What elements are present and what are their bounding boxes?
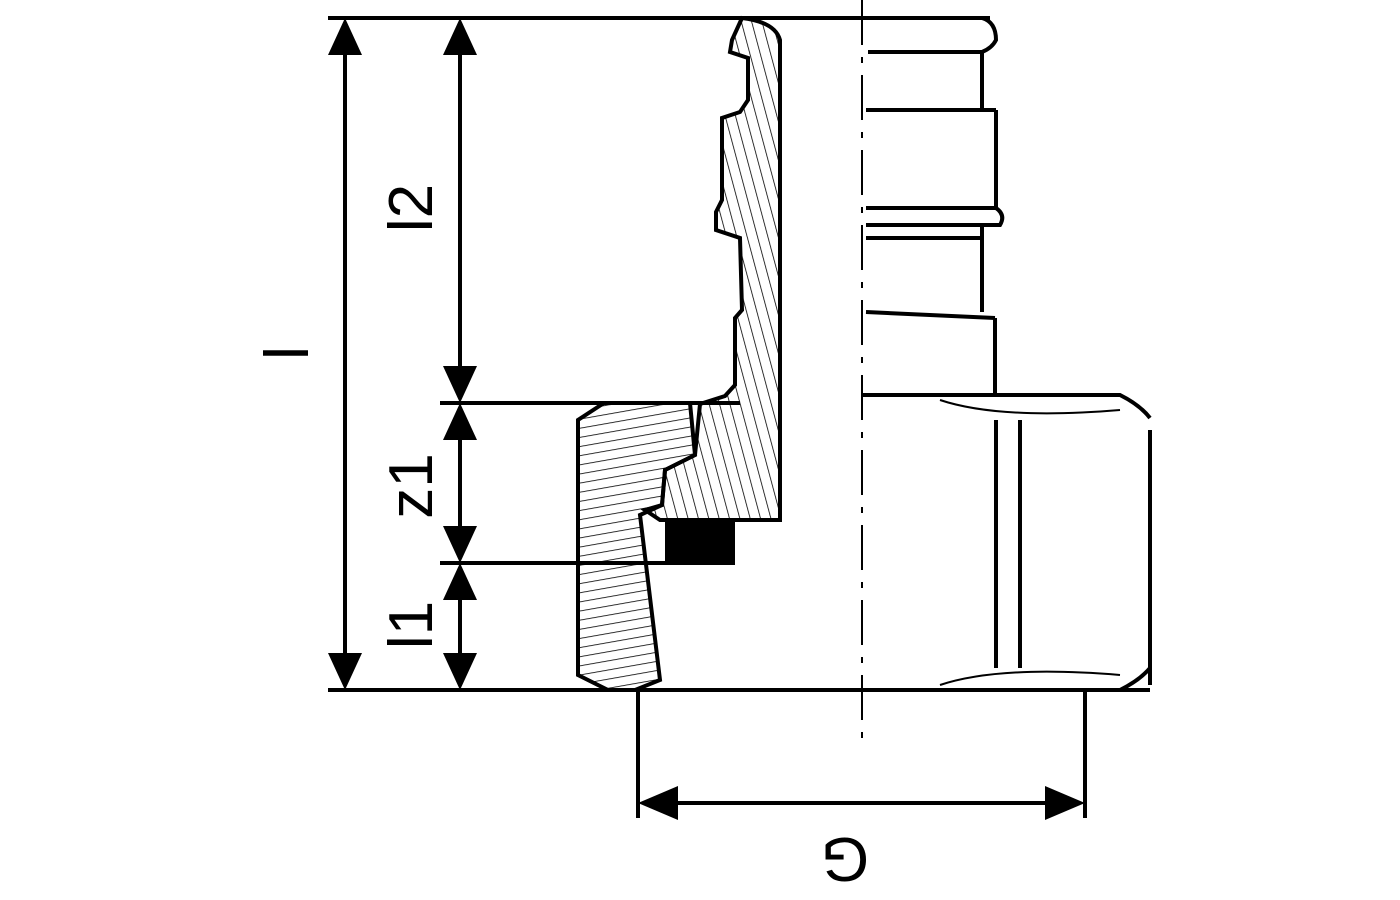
label-g: G <box>821 824 869 893</box>
dimension-g <box>638 786 1085 820</box>
nut-outline <box>862 393 1152 692</box>
dimension-l1 <box>443 563 477 690</box>
dimension-l <box>328 18 362 690</box>
dimension-z1 <box>443 403 477 563</box>
label-l1: l1 <box>377 601 446 649</box>
seal <box>665 520 735 562</box>
dimension-l2 <box>443 18 477 403</box>
barb-outline <box>862 16 1005 395</box>
label-l: l <box>253 346 322 360</box>
label-z1: z1 <box>377 453 446 518</box>
label-l2: l2 <box>377 184 446 232</box>
nut-section <box>576 401 698 692</box>
